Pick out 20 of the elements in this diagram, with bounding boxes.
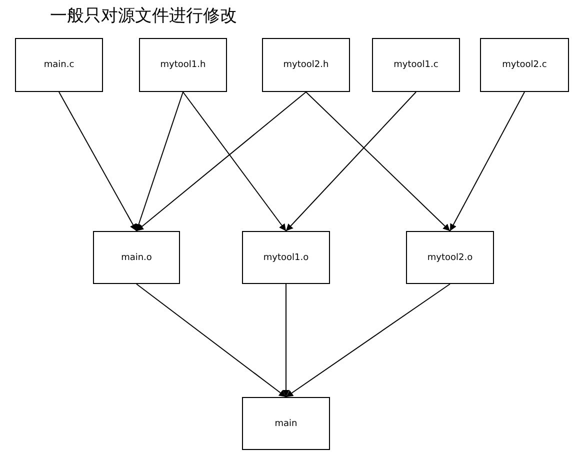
arrow: [450, 92, 525, 232]
arrow: [136, 284, 286, 398]
arrow: [286, 284, 450, 398]
file-box: main: [242, 397, 330, 450]
file-box: main.c: [15, 38, 103, 92]
arrow: [282, 284, 290, 398]
arrow: [58, 92, 137, 232]
arrow: [182, 92, 286, 232]
arrow: [136, 92, 306, 232]
file-box: mytool2.c: [480, 38, 569, 92]
file-box: mytool1.h: [139, 38, 227, 92]
file-box: mytool2.o: [406, 231, 494, 284]
file-box: mytool1.o: [242, 231, 330, 284]
arrow: [306, 92, 450, 232]
file-box: mytool2.h: [262, 38, 350, 92]
file-box: main.o: [93, 231, 180, 284]
arrow: [135, 92, 184, 232]
arrow: [286, 92, 416, 232]
title: 一般只对源文件进行修改: [50, 5, 237, 27]
file-box: mytool1.c: [372, 38, 460, 92]
